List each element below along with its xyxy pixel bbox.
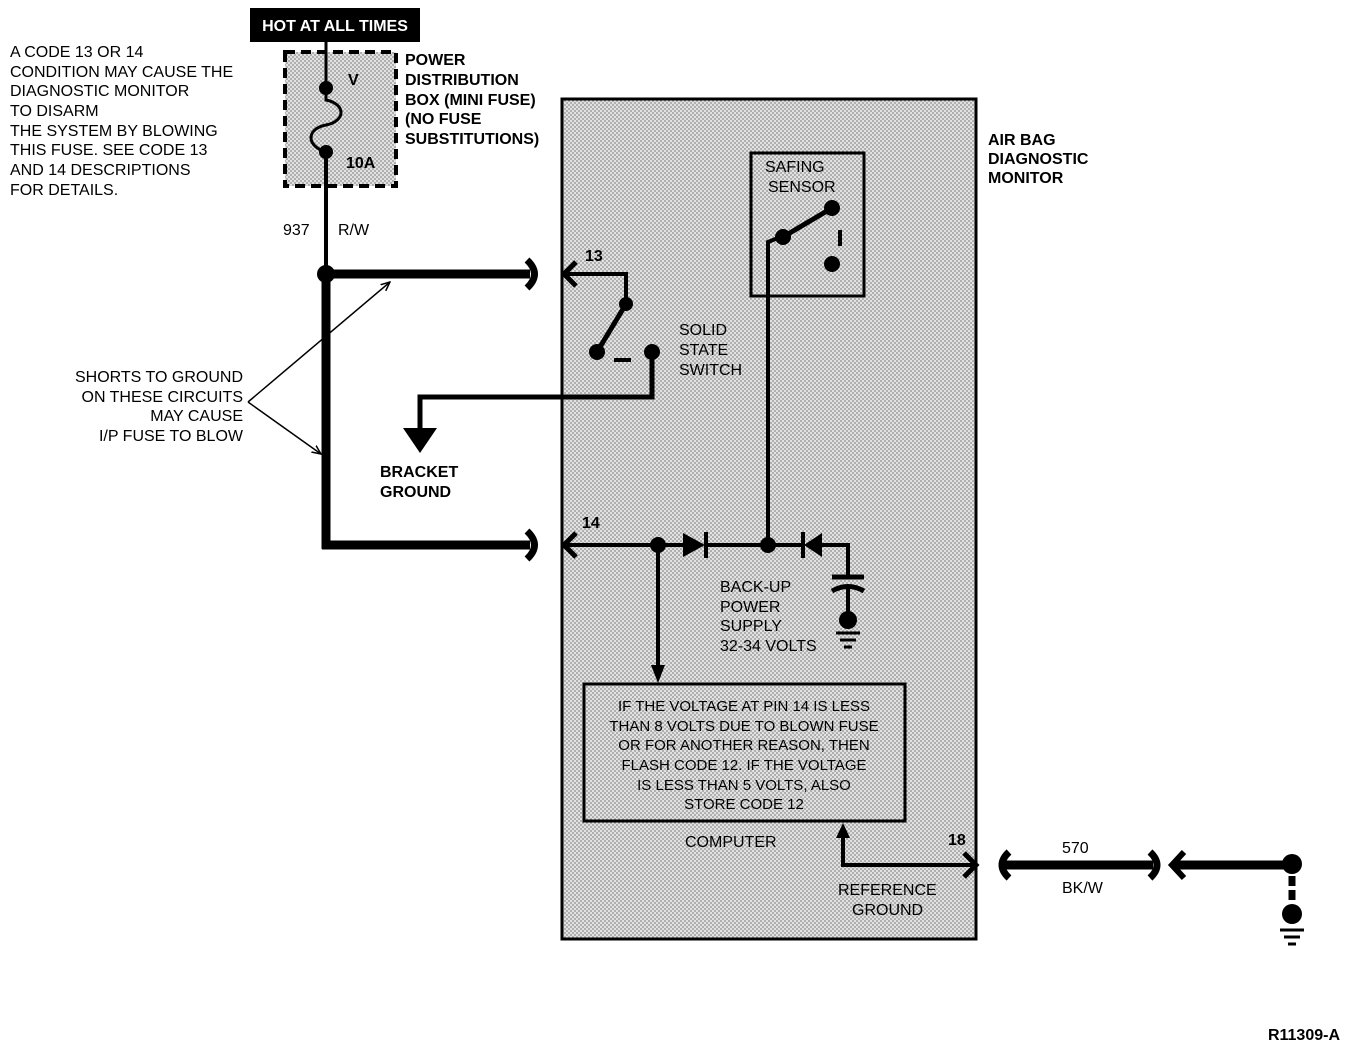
wire-color-bkw: BK/W [1062, 880, 1104, 897]
reference-ground-label: REFERENCE GROUND [838, 882, 937, 919]
fuse-terminal-label: V [348, 72, 359, 89]
hot-at-all-times-label: HOT AT ALL TIMES [262, 18, 408, 35]
shorts-note-line: MAY CAUSE [150, 408, 243, 425]
computer-message-line: FLASH CODE 12. IF THE VOLTAGE [621, 757, 866, 774]
safing-sensor-label: SAFING [765, 159, 825, 176]
fuse-icon [309, 88, 343, 154]
computer-message-line: IF THE VOLTAGE AT PIN 14 IS LESS [618, 698, 870, 715]
shorts-note: SHORTS TO GROUND ON THESE CIRCUITS MAY C… [75, 282, 390, 454]
fuse-note: A CODE 13 OR 14 CONDITION MAY CAUSE THE … [10, 44, 233, 199]
backup-power-label: BACK-UP POWER SUPPLY 32-34 VOLTS [720, 579, 817, 655]
computer-message-line: IS LESS THAN 5 VOLTS, ALSO [637, 777, 851, 794]
inline-connector-bracket [1147, 849, 1161, 881]
connector-bracket-14 [524, 528, 538, 562]
connector-bracket-18 [998, 849, 1012, 881]
shorts-note-line: SHORTS TO GROUND [75, 369, 243, 386]
shorts-note-line: I/P FUSE TO BLOW [99, 428, 244, 445]
computer-message-line: STORE CODE 12 [684, 796, 804, 813]
power-distribution-box-label: POWER DISTRIBUTION BOX (MINI FUSE) (NO F… [405, 52, 539, 148]
pin-14-circuit: 14 [560, 515, 866, 683]
fuse-note-line: THIS FUSE. SEE CODE 13 [10, 142, 207, 159]
hot-at-all-times-badge: HOT AT ALL TIMES [250, 8, 420, 42]
fuse-rating: 10A [346, 155, 376, 172]
ground-icon [1280, 854, 1304, 946]
fuse-note-line: AND 14 DESCRIPTIONS [10, 162, 190, 179]
pointer-arrow [247, 282, 390, 403]
pin-18-terminal [962, 851, 980, 879]
pin-18-label: 18 [948, 832, 966, 849]
safing-sensor: SAFING SENSOR [749, 151, 866, 298]
bracket-ground-label: BRACKET GROUND [380, 464, 458, 501]
reference-ground-label-line: REFERENCE [838, 882, 937, 899]
inline-connector-terminal [1167, 849, 1187, 881]
module-title-line: AIR BAG [988, 132, 1056, 149]
module-title-line: DIAGNOSTIC [988, 151, 1089, 168]
diode-icon [801, 532, 822, 558]
pointer-arrow [247, 401, 321, 454]
wire-color-rw: R/W [338, 222, 370, 239]
circuit-570: 570 BK/W [998, 840, 1304, 946]
solid-state-switch-label: STATE [679, 342, 728, 359]
pdb-label-line: DISTRIBUTION [405, 72, 519, 89]
fuse-note-line: A CODE 13 OR 14 [10, 44, 143, 61]
circuit-number-937: 937 [283, 222, 310, 239]
module-title: AIR BAG DIAGNOSTIC MONITOR [988, 132, 1089, 187]
bracket-ground-arrow-icon [403, 428, 437, 453]
connector-bracket-13 [524, 257, 538, 291]
pin-13-label: 13 [585, 248, 603, 265]
solid-state-switch-label: SOLID [679, 322, 727, 339]
pdb-label-line: SUBSTITUTIONS) [405, 131, 539, 148]
solid-state-switch [589, 297, 660, 362]
power-distribution-box: V 10A [283, 42, 398, 188]
fuse-note-line: CONDITION MAY CAUSE THE [10, 64, 233, 81]
pdb-label-line: POWER [405, 52, 466, 69]
figure-id: R11309-A [1268, 1027, 1340, 1044]
backup-power-label-line: POWER [720, 599, 780, 616]
pdb-label-line: (NO FUSE [405, 111, 482, 128]
fuse-note-line: DIAGNOSTIC MONITOR [10, 83, 189, 100]
pin-14-label: 14 [582, 515, 600, 532]
computer-message-line: OR FOR ANOTHER REASON, THEN [618, 737, 869, 754]
reference-ground-label-line: GROUND [852, 902, 923, 919]
backup-power-label-line: 32-34 VOLTS [720, 638, 817, 655]
module-title-line: MONITOR [988, 170, 1064, 187]
shorts-note-line: ON THESE CIRCUITS [82, 389, 244, 406]
fuse-note-line: FOR DETAILS. [10, 182, 118, 199]
capacitor-icon [830, 574, 866, 594]
pin-13-circuit: 13 SOLID STATE SWITCH [403, 248, 742, 453]
computer-box: IF THE VOLTAGE AT PIN 14 IS LESS THAN 8 … [582, 682, 907, 823]
arrow-up-icon [836, 823, 850, 838]
backup-power-label-line: SUPPLY [720, 618, 782, 635]
circuit-number-570: 570 [1062, 840, 1089, 857]
splice-dot [760, 537, 776, 553]
ground-icon [836, 611, 860, 649]
pin-18-circuit: 18 [836, 823, 980, 879]
arrow-down-icon [651, 665, 665, 683]
pdb-label-line: BOX (MINI FUSE) [405, 92, 536, 109]
safing-sensor-label: SENSOR [768, 179, 836, 196]
bracket-ground-label-line: BRACKET [380, 464, 458, 481]
solid-state-switch-label: SWITCH [679, 362, 742, 379]
fuse-note-line: THE SYSTEM BY BLOWING [10, 123, 218, 140]
computer-message-line: THAN 8 VOLTS DUE TO BLOWN FUSE [609, 718, 878, 735]
computer-label: COMPUTER [685, 834, 777, 851]
bracket-ground-label-line: GROUND [380, 484, 451, 501]
circuit-937: 937 R/W [283, 152, 538, 562]
fuse-note-line: TO DISARM [10, 103, 99, 120]
backup-power-label-line: BACK-UP [720, 579, 791, 596]
